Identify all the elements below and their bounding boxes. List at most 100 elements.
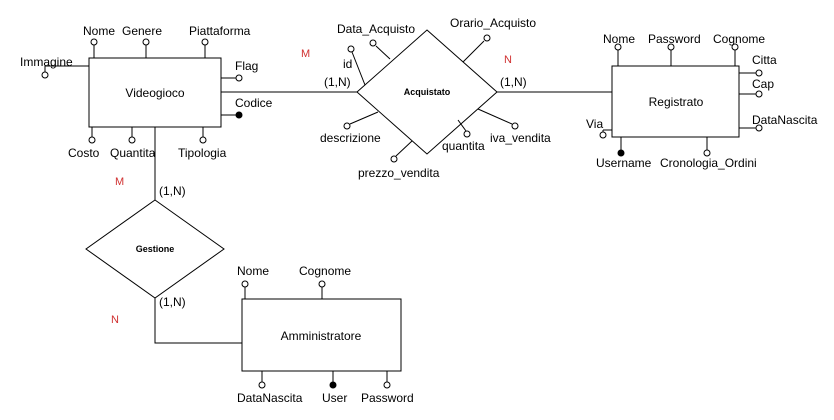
attr-registrato-nome-marker <box>614 43 622 51</box>
attr-amministratore-cognome-label: Cognome <box>299 264 351 278</box>
relationship-gestione: Gestione <box>85 199 225 299</box>
multiplicity-acquistato-right: N <box>504 54 512 66</box>
link-gestione-amministratore <box>154 298 242 344</box>
entity-videogioco-label: Videogioco <box>125 86 184 100</box>
attr-amministratore-nome-label: Nome <box>237 264 269 278</box>
attr-amministratore-user-marker <box>329 381 337 389</box>
attr-registrato-via-label: Via <box>586 117 603 131</box>
attr-amministratore-password-label: Password <box>361 391 414 405</box>
attr-acquistato-orario-acquisto-marker <box>483 34 491 42</box>
attr-videogioco-quantita-marker <box>128 136 136 144</box>
multiplicity-acquistato-left: M <box>301 48 310 60</box>
attr-videogioco-codice-label: Codice <box>235 96 273 110</box>
attr-videogioco-costo: Costo <box>68 127 100 160</box>
attr-registrato-nome: Nome <box>603 32 635 66</box>
cardinality-videogioco-gestione: (1,N) <box>159 184 186 198</box>
attr-acquistato-iva-vendita-label: iva_vendita <box>490 131 551 145</box>
attr-acquistato-data-acquisto-marker <box>369 39 377 47</box>
attr-amministratore-password: Password <box>361 371 414 405</box>
attr-registrato-cap: Cap <box>739 77 774 98</box>
attr-videogioco-nome: Nome <box>83 24 115 58</box>
cardinality-amministratore-gestione: (1,N) <box>159 295 186 309</box>
attr-videogioco-costo-marker <box>88 136 96 144</box>
attr-amministratore-nome-marker <box>241 280 249 288</box>
attr-amministratore-user: User <box>322 371 347 405</box>
entity-registrato-label: Registrato <box>649 95 704 109</box>
attr-registrato-cronologia-ordini-label: Cronologia_Ordini <box>660 156 757 170</box>
attr-acquistato-data-acquisto-label: Data_Acquisto <box>337 22 415 36</box>
attr-registrato-citta: Citta <box>739 53 777 77</box>
attr-amministratore-datanascita-label: DataNascita <box>237 391 303 405</box>
attr-amministratore-cognome-marker <box>318 280 326 288</box>
entity-amministratore-label: Amministratore <box>281 329 362 343</box>
attr-registrato-cognome-label: Cognome <box>713 32 765 46</box>
attr-videogioco-genere: Genere <box>122 24 162 58</box>
attr-acquistato-id: id <box>343 45 366 86</box>
attr-registrato-password: Password <box>648 32 701 66</box>
attr-acquistato-iva-vendita: iva_vendita <box>477 108 551 145</box>
attr-registrato-via-marker <box>599 131 607 139</box>
attr-acquistato-quantita: quantita <box>442 119 485 153</box>
attr-videogioco-immagine-label: Immagine <box>20 55 73 69</box>
attr-acquistato-prezzo-vendita-label: prezzo_vendita <box>358 166 440 180</box>
attr-videogioco-quantita-label: Quantita <box>110 146 156 160</box>
entity-amministratore: Amministratore <box>241 298 402 372</box>
attr-videogioco-tipologia-marker <box>199 136 207 144</box>
attr-registrato-password-marker <box>667 43 675 51</box>
attr-registrato-citta-marker <box>755 69 763 77</box>
attr-acquistato-orario-acquisto: Orario_Acquisto <box>450 16 536 63</box>
attr-videogioco-costo-label: Costo <box>68 146 100 160</box>
entity-registrato: Registrato <box>611 65 740 138</box>
cardinality-registrato-acquistato: (1,N) <box>500 75 527 89</box>
attr-acquistato-descrizione-connector <box>349 111 379 125</box>
attr-acquistato-id-label: id <box>343 57 352 71</box>
attr-amministratore-password-marker <box>383 381 391 389</box>
attr-videogioco-tipologia-label: Tipologia <box>178 146 227 160</box>
attr-amministratore-nome: Nome <box>237 264 269 299</box>
attr-videogioco-tipologia: Tipologia <box>178 127 227 160</box>
attr-acquistato-descrizione-marker <box>343 122 351 130</box>
attr-amministratore-datanascita-marker <box>258 381 266 389</box>
attr-acquistato-orario-acquisto-label: Orario_Acquisto <box>450 16 536 30</box>
attr-acquistato-iva-vendita-marker <box>511 122 519 130</box>
attr-videogioco-flag: Flag <box>221 59 258 82</box>
attr-videogioco-codice-marker <box>235 111 243 119</box>
attr-registrato-cognome: Cognome <box>713 32 765 66</box>
attr-registrato-cronologia-ordini-marker <box>703 149 711 157</box>
attr-registrato-nome-label: Nome <box>603 32 635 46</box>
attr-acquistato-prezzo-vendita-marker <box>390 155 398 163</box>
attr-registrato-cronologia-ordini: Cronologia_Ordini <box>660 137 757 170</box>
attr-registrato-via: Via <box>586 117 612 139</box>
attr-amministratore-cognome: Cognome <box>299 264 351 299</box>
attr-registrato-datanascita-marker <box>755 124 763 132</box>
attr-videogioco-immagine-marker <box>41 71 49 79</box>
attr-videogioco-flag-label: Flag <box>235 59 258 73</box>
attr-videogioco-flag-marker <box>235 74 243 82</box>
attr-registrato-username-label: Username <box>596 156 652 170</box>
attr-videogioco-piattaforma-marker <box>201 38 209 46</box>
attr-registrato-cap-label: Cap <box>752 77 774 91</box>
attr-registrato-cap-marker <box>755 90 763 98</box>
attr-acquistato-id-marker <box>347 45 355 53</box>
attr-acquistato-prezzo-vendita-connector <box>395 140 413 157</box>
relationship-gestione-label: Gestione <box>136 244 175 254</box>
attr-videogioco-piattaforma: Piattaforma <box>189 24 251 58</box>
multiplicity-gestione-top: M <box>115 176 124 188</box>
attr-acquistato-descrizione-label: descrizione <box>320 131 381 145</box>
attr-acquistato-prezzo-vendita: prezzo_vendita <box>358 140 440 180</box>
attr-registrato-datanascita: DataNascita <box>739 113 818 132</box>
relationship-acquistato-label: Acquistato <box>404 87 451 97</box>
attr-videogioco-immagine: Immagine <box>20 55 89 79</box>
attr-acquistato-data-acquisto: Data_Acquisto <box>337 22 415 60</box>
attr-videogioco-codice: Codice <box>221 96 273 119</box>
attr-acquistato-quantita-label: quantita <box>442 139 485 153</box>
attr-videogioco-nome-marker <box>90 38 98 46</box>
attr-acquistato-quantita-connector <box>457 119 467 132</box>
attr-videogioco-quantita: Quantita <box>110 127 156 160</box>
attr-amministratore-user-label: User <box>322 391 347 405</box>
attr-registrato-password-label: Password <box>648 32 701 46</box>
attr-amministratore-datanascita: DataNascita <box>237 371 303 405</box>
attr-acquistato-orario-acquisto-connector <box>462 40 485 63</box>
attr-videogioco-nome-label: Nome <box>83 24 115 38</box>
